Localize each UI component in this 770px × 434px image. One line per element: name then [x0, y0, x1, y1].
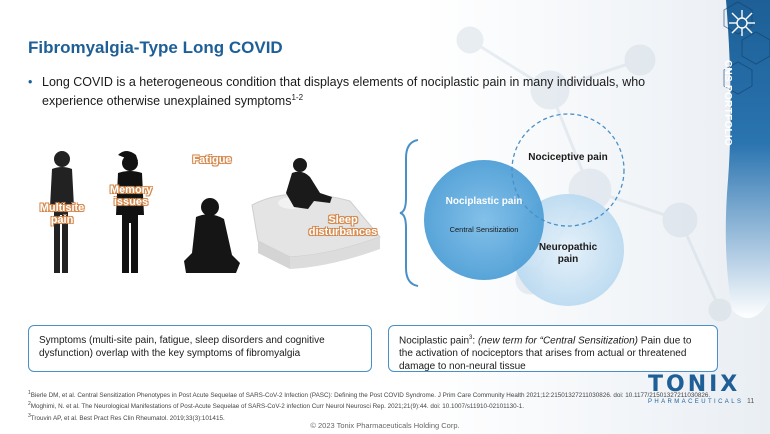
person-standing-icon [50, 151, 74, 273]
person-head-in-hand-icon [116, 151, 144, 273]
venn-central-sensitization: Central Sensitization [449, 225, 519, 234]
symptom-figures [50, 151, 381, 273]
logo-subtitle: PHARMACEUTICALS [648, 399, 744, 405]
venn-nociceptive-label: Nociceptive pain [528, 152, 608, 163]
label-sleep-disturbances: Sleep disturbances [308, 214, 378, 238]
definition-term: Nociplastic pain [399, 335, 470, 347]
copyright-notice: © 2023 Tonix Pharmaceuticals Holding Cor… [310, 421, 460, 430]
bullet-dot: • [28, 75, 33, 89]
definition-colon: : [472, 335, 478, 347]
bullet-body: Long COVID is a heterogeneous condition … [42, 75, 646, 109]
venn-neuropathic-label: Neuropathic pain [538, 242, 598, 265]
label-memory-issues: Memory issues [109, 184, 153, 208]
bullet-text: Long COVID is a heterogeneous condition … [42, 74, 678, 109]
page-number: 11 [747, 398, 755, 405]
pain-venn-diagram: Nociplastic pain Central Sensitization N… [420, 110, 630, 310]
reference-3: 3Trouvin AP, et al. Best Pract Res Clin … [28, 412, 225, 422]
slide-title: Fibromyalgia-Type Long COVID [28, 38, 283, 57]
symptoms-overlap-text: Symptoms (multi-site pain, fatigue, slee… [39, 335, 325, 359]
references: 1Bierle DM, et al. Central Sensitization… [28, 389, 718, 423]
label-multisite-pain: Multisite pain [39, 202, 85, 226]
venn-circles [424, 113, 625, 306]
nociplastic-definition-box: Nociplastic pain3: (new term for “Centra… [388, 325, 718, 372]
symptoms-overlap-box: Symptoms (multi-site pain, fatigue, slee… [28, 325, 372, 372]
definition-body: Pain due to the activation of nociceptor… [399, 335, 692, 373]
bullet-point: • Long COVID is a heterogeneous conditio… [28, 74, 678, 109]
reference-1: 1Bierle DM, et al. Central Sensitization… [28, 390, 711, 400]
definition-citation: 3 [469, 335, 473, 341]
right-blue-band [723, 0, 770, 318]
cns-portfolio-label: CNS PORTFOLIO [722, 60, 733, 147]
person-on-bed-icon [286, 158, 332, 209]
bullet-citation: 1-2 [291, 93, 304, 102]
curly-brace [399, 139, 419, 287]
person-sitting-icon [184, 198, 240, 273]
reference-2: 2Moghimi, N. et al. The Neurological Man… [28, 401, 524, 411]
label-fatigue: Fatigue [192, 154, 232, 166]
bed-icon [251, 193, 381, 269]
definition-new-term: (new term for “Central Sensitization) [477, 335, 639, 347]
logo-word: TONIX [648, 372, 741, 397]
tonix-logo: TONIX PHARMACEUTICALS [630, 372, 744, 412]
venn-nociplastic-label: Nociplastic pain [445, 196, 523, 207]
neuron-icon [729, 10, 755, 36]
